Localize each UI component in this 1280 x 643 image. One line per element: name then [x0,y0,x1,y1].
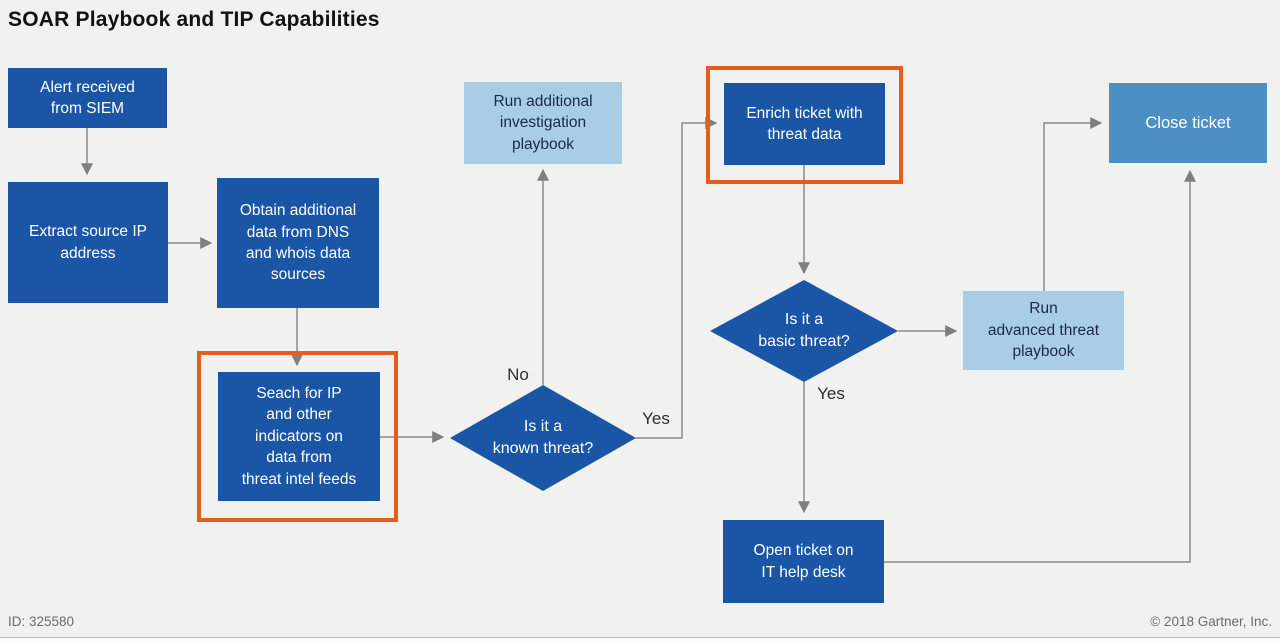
node-open-ticket-it-help-desk: Open ticket on IT help desk [723,520,884,603]
node-run-advanced-threat-playbook: Run advanced threat playbook [963,291,1124,370]
edge-advanced-to-close [1043,117,1103,291]
node-alert-received-from-siem: Alert received from SIEM [8,68,167,128]
node-extract-source-ip: Extract source IP address [8,182,168,303]
node-run-additional-investigation-playbook: Run additional investigation playbook [464,82,622,164]
highlight-frame-search-intel [197,351,398,522]
edge-label-yes-known-threat: Yes [642,409,670,428]
node-close-ticket: Close ticket [1109,83,1267,163]
edge-label-no: No [507,365,529,384]
decision-is-it-a-known-threat: Is it a known threat? [450,385,636,491]
node-obtain-additional-data: Obtain additional data from DNS and whoi… [217,178,379,308]
edge-known-threat-yes-to-enrich [636,117,718,439]
node-enrich-ticket-with-threat-data: Enrich ticket with threat data [724,83,885,165]
decision-is-it-a-basic-threat: Is it a basic threat? [710,280,898,382]
bottom-divider [0,637,1280,638]
node-search-threat-intel: Seach for IP and other indicators on dat… [218,372,380,501]
document-id: ID: 325580 [8,614,75,629]
highlight-frame-enrich [706,66,903,184]
page-title: SOAR Playbook and TIP Capabilities [8,8,380,31]
copyright-notice: © 2018 Gartner, Inc. [1150,614,1272,629]
edge-label-yes-basic-threat: Yes [817,384,845,403]
bottom-strip [0,638,1280,643]
